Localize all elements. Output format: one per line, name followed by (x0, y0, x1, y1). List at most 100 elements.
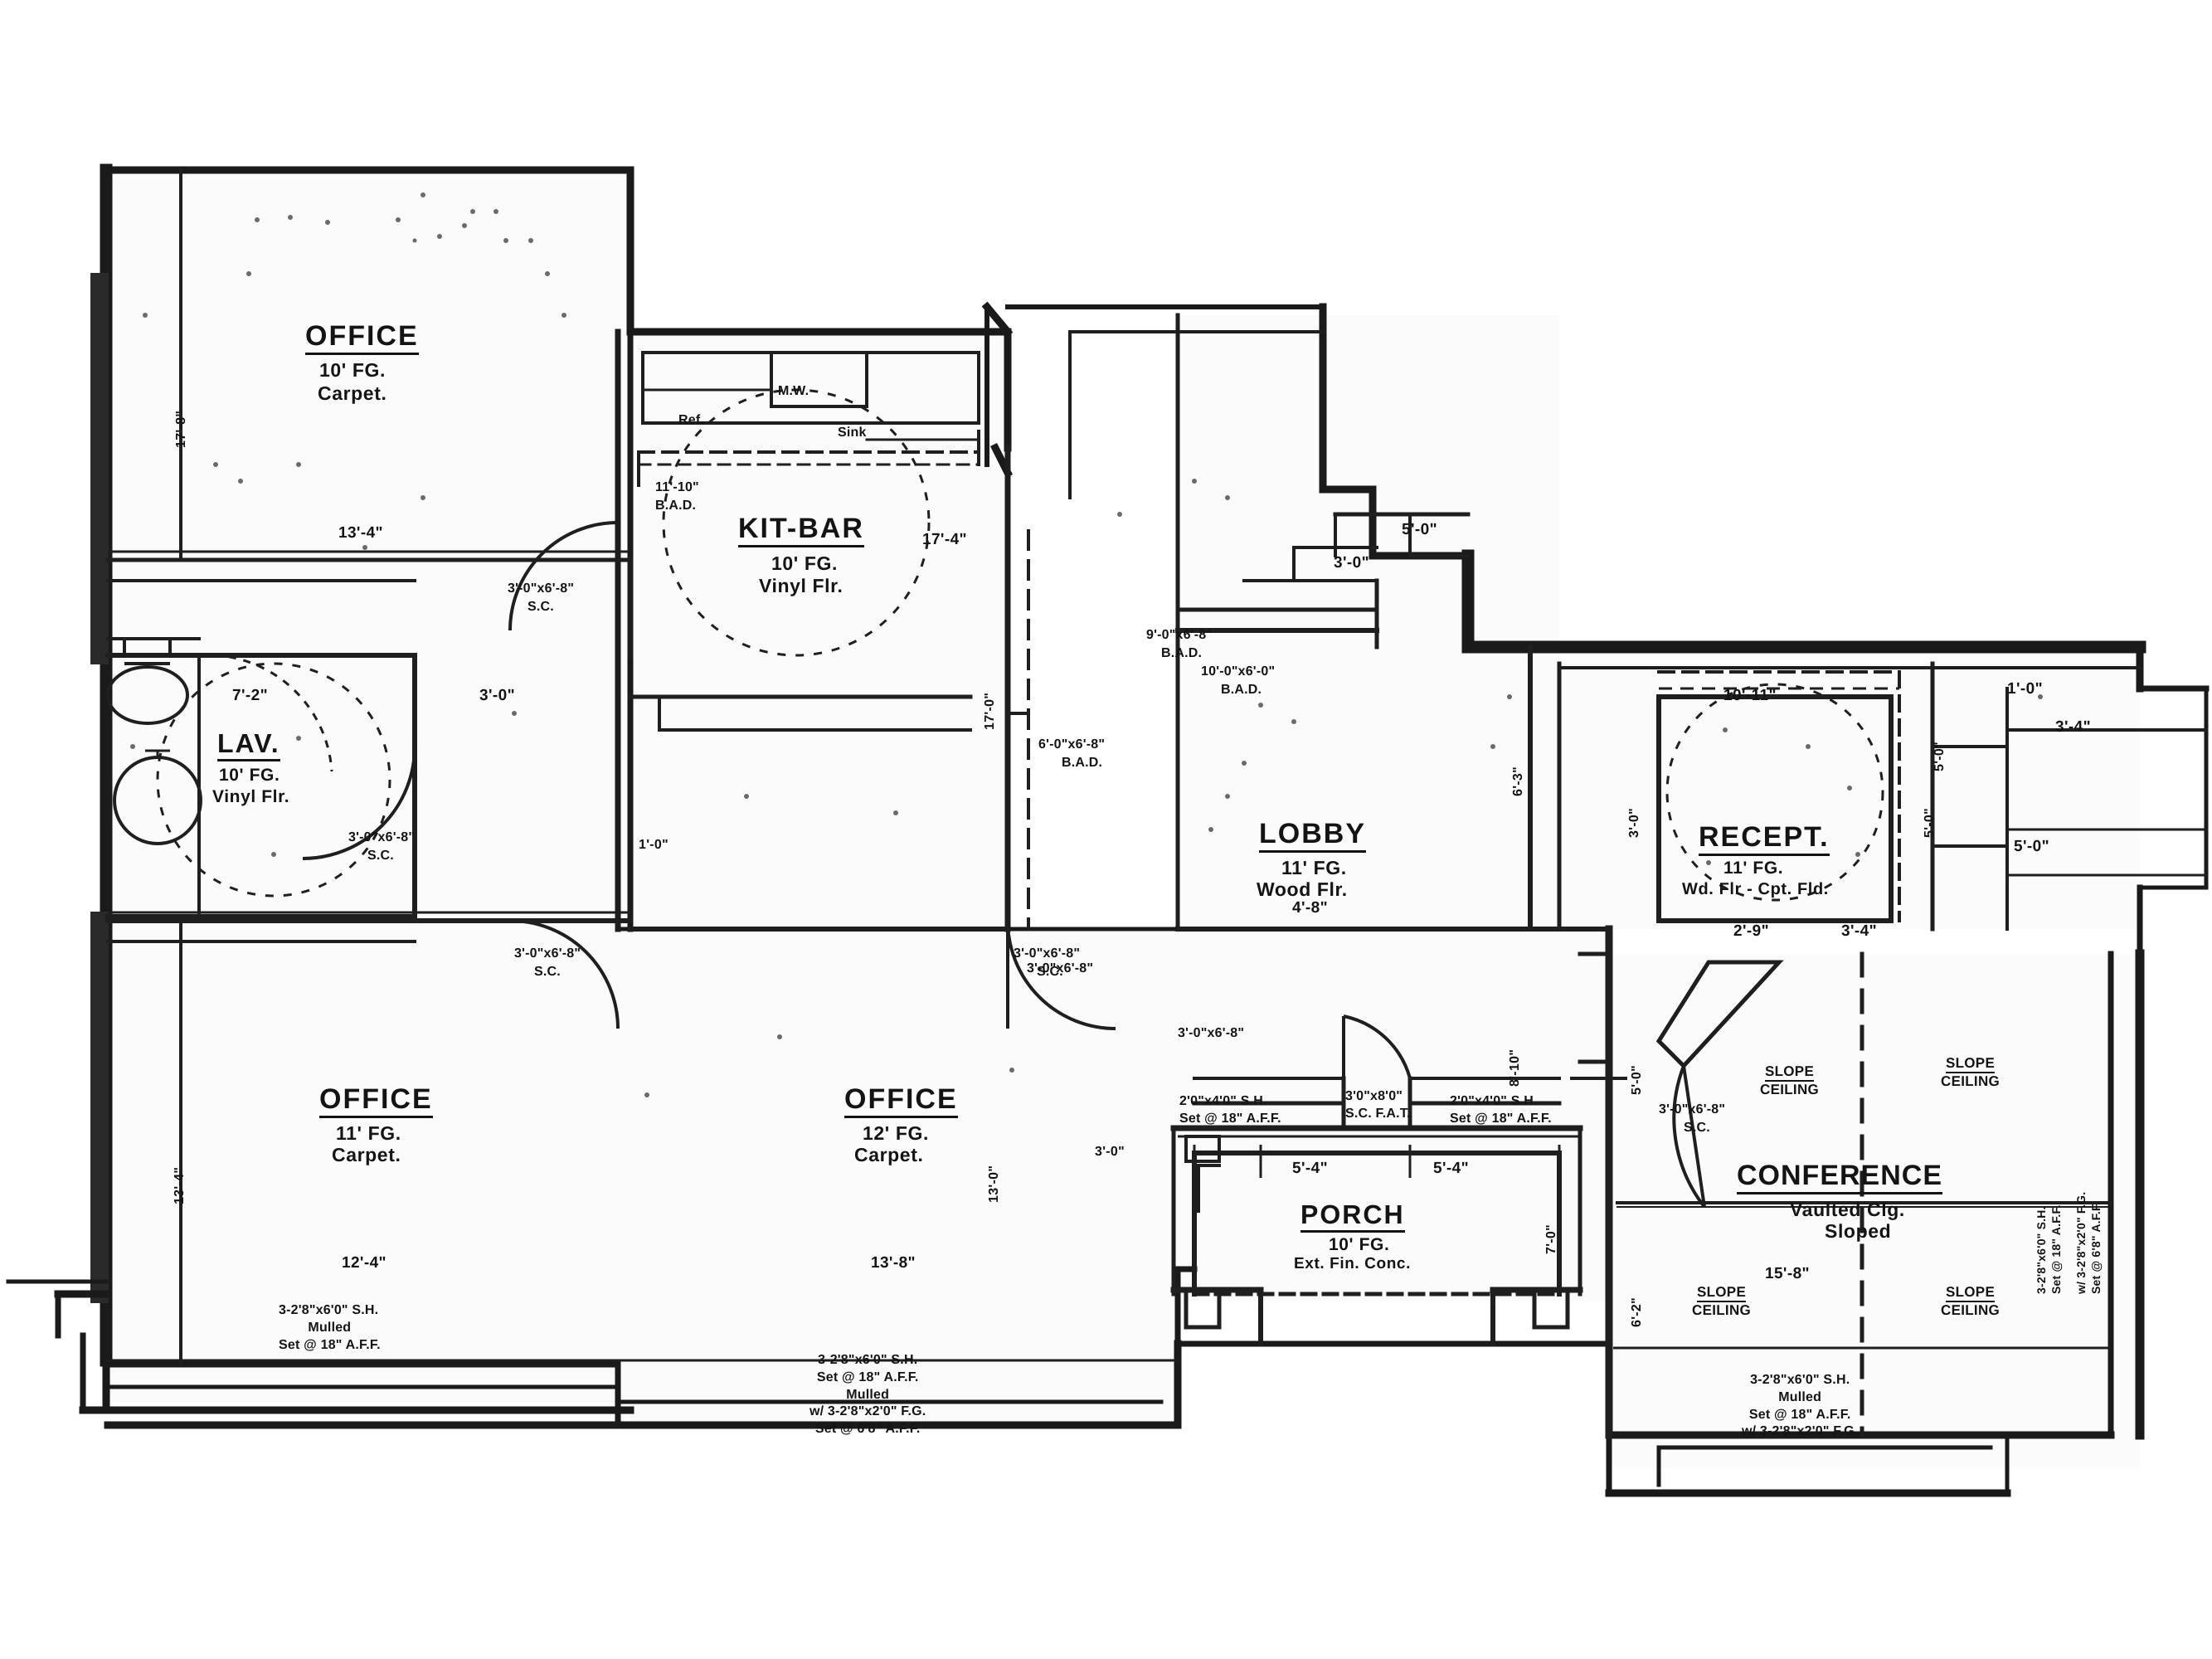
room-ceiling-conference: Vaulted Clg. (1790, 1199, 1905, 1220)
window-note-6-line-1: 2'0"x4'0" S.H. (1179, 1094, 1267, 1108)
door-note-1: 3'-0"x6'-8" (348, 830, 416, 844)
room-label-recept: RECEPT. (1699, 822, 1830, 856)
room-ceiling-lobby: 11' FG. (1281, 857, 1347, 878)
slope-2-line1: SLOPE (1945, 1055, 1996, 1073)
room-label-conference: CONFERENCE (1737, 1160, 1943, 1194)
ceiling-note-slope-4: SLOPE CEILING (1941, 1284, 2000, 1318)
opening-note-3-sub: B.A.D. (1221, 683, 1262, 697)
room-finish-lobby: Wood Flr. (1257, 878, 1348, 900)
room-label-office-lower-mid: OFFICE (844, 1084, 958, 1118)
window-note-5-line-2: Mulled (1778, 1389, 1822, 1404)
room-finish-porch: Ext. Fin. Conc. (1294, 1255, 1411, 1272)
window-note-7-line-1: 2'0"x4'0" S.H. (1450, 1094, 1538, 1108)
dimension-porch-height: 7'-0" (1544, 1224, 1558, 1254)
dimension-lines (108, 550, 2111, 1362)
dimension-office-lower-mid-height: 13'-0" (987, 1165, 1001, 1203)
dimension-office-lower-left-height: 13'-4" (173, 1166, 187, 1204)
dimension-lobby: 4'-8" (1292, 899, 1328, 917)
window-note-3-line-1: 3-2'8"x6'0" S.H. (2035, 1206, 2048, 1294)
window-note-1-line-2: Mulled (308, 1320, 352, 1335)
slope-4-line1: SLOPE (1945, 1284, 1996, 1302)
door-note-6-sub: S.C. (1684, 1121, 1710, 1135)
door-note-2: 3'-0"x6'-8" (508, 581, 575, 596)
dimension-office-upper-left-width: 13'-4" (338, 524, 383, 542)
room-label-lobby: LOBBY (1259, 819, 1366, 853)
window-note-2-line-3: Mulled (846, 1387, 890, 1402)
door-note-3-sub: S.C. (534, 965, 561, 979)
dimension-recept-r2: 3'-4" (1841, 922, 1877, 940)
dimension-porch-2: 5'-4" (1433, 1160, 1469, 1177)
door-note-4-sub: S.C. (1037, 965, 1063, 979)
door-note-6: 3'-0"x6'-8" (1659, 1102, 1726, 1117)
dimension-hall-width: 3'-0" (479, 687, 515, 704)
dimension-right-3: 3'-4" (2055, 718, 2091, 736)
window-note-6-line-2: Set @ 18" A.F.F. (1179, 1111, 1281, 1126)
plumbing-fixtures (106, 637, 202, 845)
window-note-door-line-1: 3'0"x8'0" (1345, 1089, 1403, 1103)
dimension-porch-1: 5'-4" (1292, 1160, 1328, 1177)
kitchen-sink-label: Sink (838, 426, 867, 440)
window-note-1-line-1: 3-2'8"x6'0" S.H. (279, 1303, 379, 1317)
slope-4-line2: CEILING (1941, 1301, 2001, 1318)
room-finish-lav: Vinyl Flr. (212, 787, 290, 806)
room-label-kit-bar: KIT-BAR (738, 513, 864, 547)
room-ceiling-porch: 10' FG. (1329, 1235, 1390, 1254)
window-note-3-line-2: Set @ 18" A.F.F. (2049, 1204, 2064, 1294)
window-note-2-line-2: Set @ 18" A.F.F. (816, 1370, 919, 1384)
door-note-1-sub: S.C. (367, 849, 394, 863)
room-label-lav: LAV. (217, 729, 280, 761)
slope-3-line1: SLOPE (1696, 1284, 1747, 1302)
opening-note-5: 9'-0"x6'-8" (1146, 628, 1213, 642)
dimension-recept-right: 2'-9" (1733, 922, 1769, 940)
window-note-2-line-1: 3-2'8"x6'0" S.H. (818, 1353, 918, 1367)
door-note-2-sub: S.C. (527, 600, 554, 614)
dimension-right-1: 5'-0" (1402, 521, 1437, 538)
window-note-5-line-4: w/ 3-2'8"x2'0" F.G. (1742, 1424, 1859, 1439)
dimension-right-9: 5'-0" (1932, 741, 1947, 771)
dimension-right-2: 1'-0" (2007, 680, 2043, 698)
door-note-3: 3'-0"x6'-8" (514, 946, 581, 961)
window-note-5-line-1: 3-2'8"x6'0" S.H. (1750, 1373, 1850, 1387)
dimension-right-4: 5'-0" (2014, 838, 2049, 855)
room-finish-recept: Wd. Flr - Cpt. Fld. (1682, 880, 1829, 898)
scan-noise (130, 192, 2043, 1097)
dimension-recept-width: 10'-11" (1723, 687, 1777, 704)
room-finish-kit-bar: Vinyl Flr. (759, 575, 843, 596)
window-note-2-line-4: w/ 3-2'8"x2'0" F.G. (809, 1404, 926, 1419)
opening-note-5-sub: B.A.D. (1161, 646, 1203, 660)
window-note-1-line-3: Set @ 18" A.F.F. (279, 1337, 381, 1352)
window-note-5: 3-2'8"x6'0" S.H. Mulled Set @ 18" A.F.F.… (1742, 1372, 1858, 1441)
dimension-kit-bar-height: 17'-0" (983, 692, 997, 730)
room-ceiling-kit-bar: 10' FG. (771, 552, 838, 574)
ceiling-note-slope-3: SLOPE CEILING (1692, 1284, 1751, 1318)
door-note-5: 3'-0"x6'-8" (1027, 961, 1094, 975)
window-note-5-line-3: Set @ 18" A.F.F. (1748, 1407, 1851, 1422)
dimension-office-upper-left-height: 17'-8" (174, 410, 188, 448)
window-note-7: 2'0"x4'0" S.H. Set @ 18" A.F.F. (1450, 1093, 1552, 1128)
dimension-right-13: 6'-2" (1630, 1297, 1644, 1327)
room-label-office-upper-left: OFFICE (305, 321, 419, 355)
dimension-lav-width: 7'-2" (232, 687, 268, 704)
dimension-right-7: 3'-0" (1627, 807, 1641, 838)
opening-note-1: 11'-10" (655, 480, 699, 494)
room-fills (108, 170, 2140, 1468)
dimension-office-lower-left-width: 12'-4" (342, 1254, 386, 1272)
room-ceiling-office-lower-mid: 12' FG. (863, 1122, 929, 1144)
room-ceiling-office-upper-left: 10' FG. (319, 359, 386, 381)
slope-2-line2: CEILING (1941, 1073, 2001, 1089)
window-note-2: 3-2'8"x6'0" S.H. Set @ 18" A.F.F. Mulled… (809, 1352, 926, 1438)
window-note-1: 3-2'8"x6'0" S.H. Mulled Set @ 18" A.F.F. (279, 1302, 381, 1354)
dimension-right-11: 8'-10" (1508, 1048, 1522, 1087)
dimension-office-lower-mid-width: 13'-8" (871, 1254, 916, 1272)
dimension-conference-width: 15'-8" (1765, 1265, 1810, 1282)
door-swings (156, 388, 1884, 1209)
window-note-4-line-2: Set @ 6'8" A.F.F. (2089, 1201, 2103, 1294)
slope-1-line2: CEILING (1760, 1081, 1820, 1097)
window-note-2-line-5: Set @ 6'8" A.F.F. (814, 1422, 921, 1437)
dimension-right-12: 5'-0" (1630, 1064, 1644, 1095)
room-ceiling-lav: 10' FG. (219, 766, 280, 785)
dimension-mid-3: 3'-0" (1095, 1145, 1125, 1159)
room-finish-conference: Sloped (1825, 1220, 1892, 1242)
